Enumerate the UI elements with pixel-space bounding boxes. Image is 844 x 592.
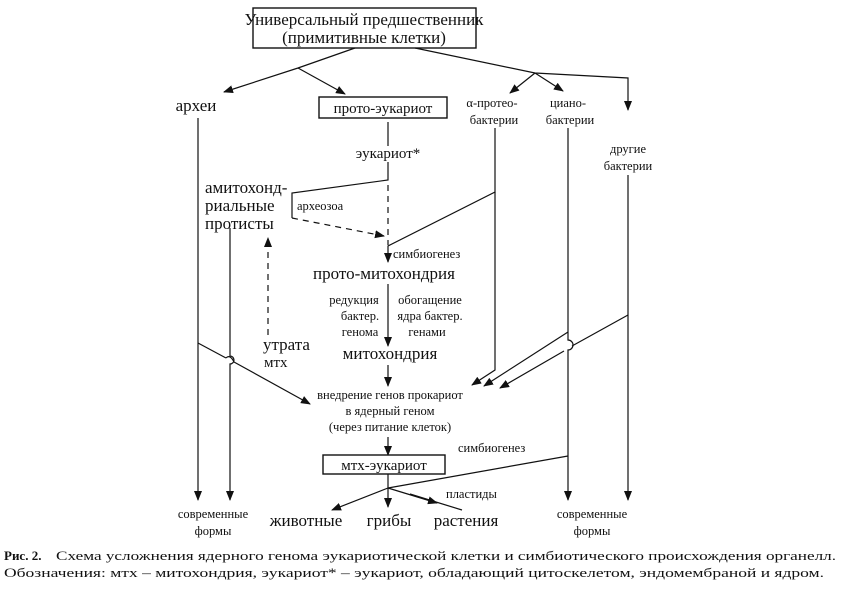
modern-left-line1: современные: [178, 507, 249, 521]
plants-label: растения: [434, 511, 499, 530]
bottom-branches: [331, 474, 463, 511]
right-lineages: [387, 128, 632, 501]
central-lineage: [291, 122, 496, 456]
integration-line3: (через питание клеток): [329, 420, 451, 434]
alpha-proteo-line1: α-протео-: [466, 96, 517, 110]
mtx-eukaryote-box: [322, 454, 446, 475]
reduction-line2: бактер.: [341, 309, 379, 323]
root-line1: Универсальный предшественник: [245, 10, 485, 29]
integration-line1: внедрение генов прокариот: [317, 388, 463, 402]
loss-line2: мтх: [264, 355, 288, 371]
modern-left-line2: формы: [195, 524, 232, 538]
other-bacteria-line1: другие: [610, 142, 647, 156]
left-lineages: [194, 118, 310, 501]
caption-line1: Схема усложнения ядерного генома эукарио…: [56, 548, 836, 563]
archaea-label: археи: [176, 96, 217, 115]
proto-mitochondria-label: прото-митохондрия: [313, 264, 455, 283]
amito-line2: риальные: [205, 196, 275, 215]
loss-line1: утрата: [263, 335, 310, 354]
mtx-eukaryote-label: мтх-эукариот: [341, 458, 427, 474]
integration-line2: в ядерный геном: [346, 404, 435, 418]
caption-label: Рис. 2.: [4, 548, 41, 563]
fungi-label: грибы: [367, 511, 412, 530]
reduction-line1: редукция: [329, 293, 379, 307]
enrichment-line1: обогащение: [398, 293, 462, 307]
reduction-line3: генома: [342, 325, 379, 339]
animals-label: животные: [269, 511, 343, 530]
other-bacteria-line2: бактерии: [604, 159, 653, 173]
modern-right-line2: формы: [574, 524, 611, 538]
root-box: [252, 7, 477, 49]
mitochondria-label: митохондрия: [343, 344, 438, 363]
caption-line2: Обозначения: мтх – митохондрия, эукариот…: [4, 565, 824, 580]
cyano-line1: циано-: [550, 96, 586, 110]
enrichment-line2: ядра бактер.: [397, 309, 462, 323]
enrichment-line3: генами: [408, 325, 446, 339]
top-branches: [223, 47, 632, 111]
archezoa-label: археозоа: [297, 199, 344, 213]
cyano-line2: бактерии: [546, 113, 595, 127]
amito-line3: протисты: [205, 214, 274, 233]
symbiogenesis-label-1: симбиогенез: [393, 247, 460, 261]
proto-eukaryote-label: прото-эукариот: [334, 101, 433, 117]
proto-eukaryote-box: [318, 96, 448, 119]
modern-right-line1: современные: [557, 507, 628, 521]
root-line2: (примитивные клетки): [282, 28, 446, 47]
amito-line1: амитохонд-: [205, 178, 288, 197]
symbiogenesis-label-2: симбиогенез: [458, 441, 525, 455]
alpha-proteo-line2: бактерии: [470, 113, 519, 127]
eukaryote-star-label: эукариот*: [356, 146, 421, 162]
plastids-label: пластиды: [446, 487, 498, 501]
